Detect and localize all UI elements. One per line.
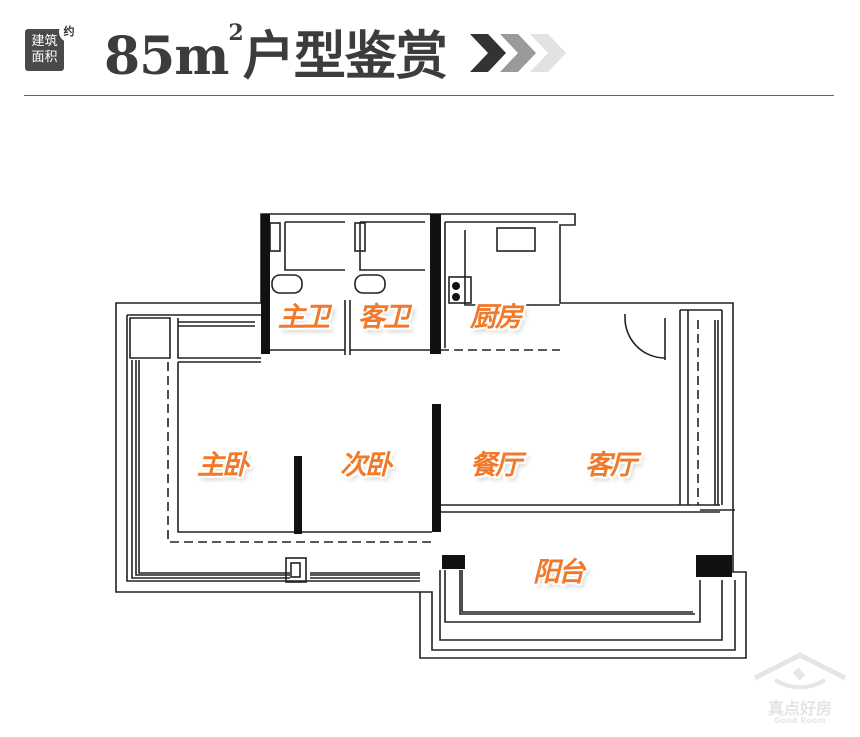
room-label-kitchen: 厨房: [470, 302, 522, 333]
room-label-living-room: 客厅: [585, 450, 637, 481]
chevron-arrows-icon: [470, 34, 566, 72]
watermark: 真点好房 Good Room: [750, 650, 860, 730]
badge-line-1: 建筑: [31, 34, 58, 49]
room-label-dining-room: 餐厅: [470, 450, 522, 481]
watermark-en: Good Room: [774, 716, 826, 725]
area-badge: 建筑 面积: [25, 29, 64, 71]
room-label-second-bedroom: 次卧: [340, 450, 392, 481]
room-label-master-bath: 主卫: [278, 302, 330, 333]
badge-line-2: 面积: [31, 50, 58, 65]
area-value: 85m: [104, 26, 229, 87]
header: 建筑 面积 约 85m2户型鉴赏: [0, 0, 860, 100]
approx-badge: 约: [59, 22, 79, 42]
area-unit-superscript: 2: [228, 20, 243, 46]
house-eye-icon: [753, 652, 847, 690]
room-label-master-bedroom: 主卧: [197, 450, 249, 481]
header-divider: [24, 95, 834, 96]
page-title: 85m2户型鉴赏: [104, 14, 448, 89]
title-suffix: 户型鉴赏: [242, 26, 448, 87]
watermark-cn: 真点好房: [767, 699, 832, 718]
room-label-balcony: 阳台: [533, 557, 585, 588]
room-label-guest-bath: 客卫: [358, 302, 410, 333]
